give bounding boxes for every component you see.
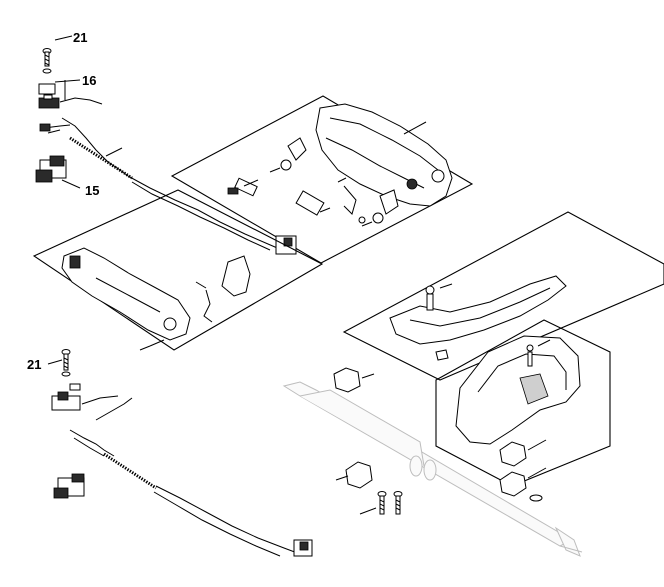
switch-16 xyxy=(38,79,103,109)
callout-21-top: 21 xyxy=(73,30,88,45)
bolts-bottom xyxy=(359,491,403,515)
clips-right xyxy=(499,439,547,502)
callout-21-bottom: 21 xyxy=(27,357,42,372)
frame-loop-bracket xyxy=(342,211,664,381)
switch-15 xyxy=(35,155,81,189)
frame-control-handle xyxy=(32,189,324,351)
switch-bottom-lower xyxy=(53,473,85,499)
housing-half xyxy=(315,103,453,207)
clip-left xyxy=(333,367,375,393)
trigger-parts xyxy=(227,177,366,224)
harness-top xyxy=(39,117,283,251)
screw-21-bottom xyxy=(47,349,71,377)
frame-loop-handle xyxy=(435,319,611,487)
loop-handle xyxy=(455,335,581,445)
screw-21-top xyxy=(42,35,73,74)
clip-bottom xyxy=(335,461,373,489)
loop-handle-bar xyxy=(389,275,567,361)
callout-15: 15 xyxy=(85,183,100,198)
clamp-small-upper xyxy=(269,137,399,227)
switch-bottom xyxy=(51,383,119,411)
callout-16: 16 xyxy=(82,73,97,88)
connector-bottom xyxy=(293,539,313,557)
trigger-lever xyxy=(195,255,251,323)
shaft-ghost xyxy=(282,381,583,557)
harness-bottom xyxy=(69,397,301,557)
frame-upper-housing xyxy=(170,95,474,264)
control-handle xyxy=(61,247,191,351)
